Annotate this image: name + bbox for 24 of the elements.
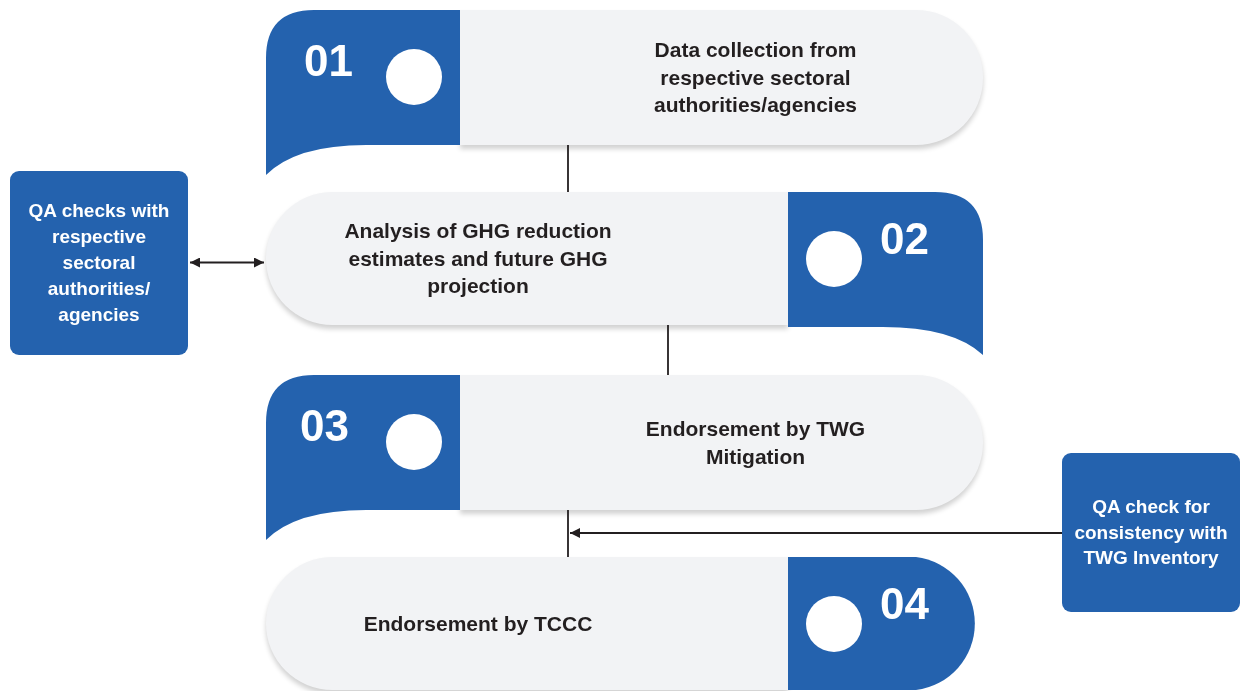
step-number: 04 <box>880 578 929 630</box>
step-number-tab <box>788 192 983 355</box>
step-card <box>460 10 983 145</box>
step-text: QA check for consistency with TWG Inventory <box>1073 494 1229 571</box>
step-number: 01 <box>304 35 353 87</box>
connector-line <box>567 144 569 193</box>
connector-line <box>567 509 569 558</box>
step-card <box>460 375 983 510</box>
step-text: Endorsement by TWG Mitigation <box>644 415 867 470</box>
step-number-tab <box>266 10 460 175</box>
qa-box <box>1062 453 1240 612</box>
step-text: QA checks with respective sectoral authorities/ agencies <box>27 199 171 327</box>
connector-line <box>667 324 669 376</box>
qa-box <box>10 171 188 355</box>
arrow <box>189 257 265 268</box>
step-card <box>266 192 788 325</box>
step-text: Analysis of GHG reduction estimates and future GHG projection <box>343 217 613 300</box>
step-text: Endorsement by TCCC <box>363 610 593 637</box>
step-card <box>266 557 788 690</box>
step-number-tab <box>266 375 460 540</box>
arrow <box>569 528 1063 538</box>
step-number: 02 <box>880 213 929 265</box>
step-number: 03 <box>300 400 349 452</box>
step-text: Data collection from respective sectoral authorities/agencies <box>652 36 859 119</box>
